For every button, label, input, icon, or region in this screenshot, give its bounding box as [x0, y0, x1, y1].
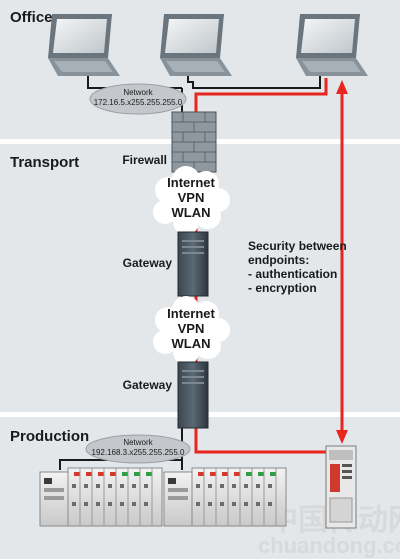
- cloud-icon: Internet VPN WLAN: [153, 166, 230, 235]
- industrial-pc-icon: [325, 445, 357, 529]
- arrow-down-icon: [336, 430, 348, 444]
- cloud-line: VPN: [178, 190, 205, 205]
- laptop-icon: [48, 14, 120, 76]
- watermark-url: chuandong.com: [258, 533, 400, 558]
- cloud-line: WLAN: [172, 336, 211, 351]
- laptop-icon: [296, 14, 368, 76]
- security-note: Security between endpoints: - authentica…: [248, 239, 347, 295]
- cloud-line: Internet: [167, 175, 215, 190]
- transport-zone-title: Transport: [10, 154, 79, 171]
- gateway-label: Gateway: [123, 256, 173, 270]
- network-address: 172.16.5.x255.255.255.0: [94, 98, 183, 107]
- firewall-label: Firewall: [122, 153, 167, 167]
- security-note-line: Security between: [248, 239, 347, 253]
- laptop-icon: [160, 14, 232, 76]
- production-network-ellipse: Network 192.168.3.x255.255.255.0: [85, 434, 191, 464]
- security-note-line: endpoints:: [248, 253, 309, 267]
- network-title: Network: [123, 438, 153, 447]
- security-note-line: - authentication: [248, 267, 337, 281]
- gateway-label: Gateway: [123, 378, 173, 392]
- plc-controller-icon: [163, 467, 287, 527]
- arrow-up-icon: [336, 80, 348, 94]
- plc-controller-icon: [39, 467, 163, 527]
- cloud-line: VPN: [178, 321, 205, 336]
- network-address: 192.168.3.x255.255.255.0: [92, 448, 186, 457]
- office-zone-title: Office: [10, 9, 53, 26]
- cloud-icon: Internet VPN WLAN: [153, 296, 230, 365]
- security-note-line: - encryption: [248, 281, 317, 295]
- firewall-icon: [171, 111, 217, 173]
- production-zone-title: Production: [10, 428, 89, 445]
- cloud-line: Internet: [167, 306, 215, 321]
- office-network-ellipse: Network 172.16.5.x255.255.255.0: [89, 83, 187, 115]
- network-title: Network: [123, 88, 153, 97]
- gateway-icon: [177, 231, 209, 297]
- cloud-line: WLAN: [172, 205, 211, 220]
- gateway-icon: [177, 361, 209, 429]
